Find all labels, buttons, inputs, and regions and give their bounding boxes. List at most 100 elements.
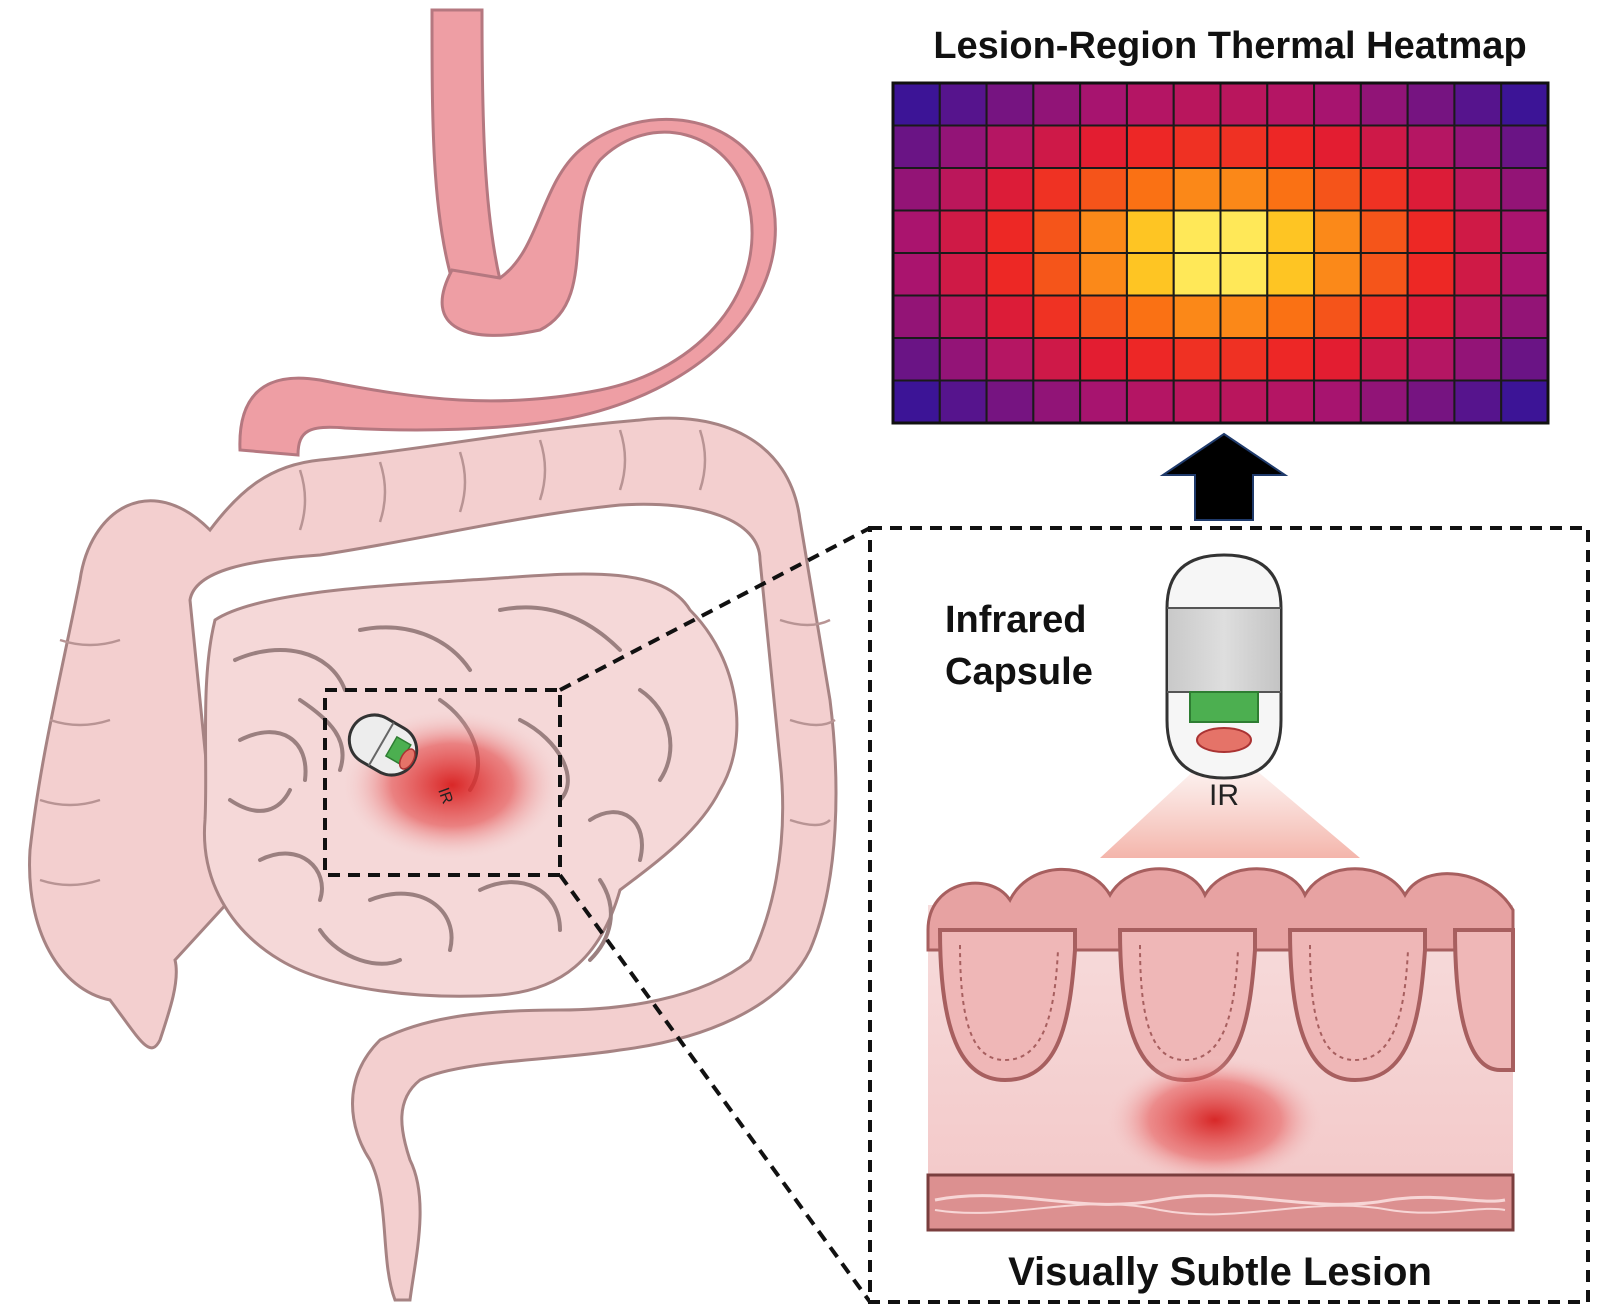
heatmap-cell	[985, 252, 1035, 297]
heatmap-cell	[1079, 379, 1128, 424]
zoom-connector-top	[559, 526, 871, 692]
heatmap-cell	[1125, 379, 1175, 424]
colon-haustra	[39, 429, 836, 887]
heatmap-cell	[892, 209, 941, 254]
ir-beam-cone	[1100, 765, 1360, 858]
heatmap-cell	[1359, 294, 1409, 339]
heatmap-cell	[1266, 252, 1316, 297]
heatmap-cell	[1313, 82, 1362, 127]
heatmap-cell	[1219, 252, 1269, 297]
heatmap-cell	[1500, 209, 1549, 254]
ir-label: IR	[1209, 779, 1239, 812]
heatmap-cell	[1313, 167, 1362, 212]
heatmap-cell	[1032, 337, 1082, 382]
capsule-ir-lens	[1196, 727, 1252, 753]
heatmap-cell	[1313, 124, 1362, 169]
heatmap-cell	[1172, 337, 1222, 382]
stomach	[238, 117, 777, 457]
heatmap-cell	[1453, 167, 1503, 212]
heatmap-cell	[1406, 82, 1456, 127]
heatmap-cell	[1079, 209, 1128, 254]
heatmap-cell	[1453, 252, 1503, 297]
heatmap-cell	[892, 379, 941, 424]
heatmap-cell	[1359, 252, 1409, 297]
capsule-sensor-green	[1189, 691, 1259, 723]
heatmap-cell	[1453, 294, 1503, 339]
heatmap-cell	[1079, 124, 1128, 169]
heatmap-cell	[1500, 252, 1549, 297]
heatmap-cell	[1266, 294, 1316, 339]
heatmap-cell	[1453, 379, 1503, 424]
heatmap-cell	[1172, 124, 1222, 169]
heatmap-cell	[1406, 337, 1456, 382]
intestine-folds	[228, 605, 673, 966]
heatmap-cell	[985, 337, 1035, 382]
heatmap-cell	[1032, 209, 1082, 254]
heatmap-cell	[1266, 124, 1316, 169]
heatmap-cell	[938, 124, 988, 169]
heatmap-cell	[1500, 124, 1549, 169]
heatmap-cell	[1079, 337, 1128, 382]
subtle-lesion-glow	[1105, 1055, 1325, 1185]
heatmap-cell	[1219, 167, 1269, 212]
heatmap-cell	[1266, 82, 1316, 127]
capsule-label-line2: Capsule	[945, 651, 1093, 693]
heatmap-title: Lesion-Region Thermal Heatmap	[933, 25, 1526, 67]
heatmap-cell	[1313, 379, 1362, 424]
infrared-capsule	[1165, 553, 1283, 780]
heatmap-cell	[938, 337, 988, 382]
heatmap-cell	[892, 337, 941, 382]
muscle-layer	[926, 1173, 1515, 1232]
capsule-label-line1: Infrared	[945, 599, 1086, 641]
heatmap-cell	[985, 124, 1035, 169]
heatmap-cell	[985, 82, 1035, 127]
heatmap-cell	[1406, 379, 1456, 424]
heatmap-cell	[1172, 82, 1222, 127]
tissue-caption: Visually Subtle Lesion	[1008, 1250, 1432, 1294]
heatmap-cell	[1266, 379, 1316, 424]
heatmap-cell	[892, 82, 941, 127]
heatmap-cell	[1172, 167, 1222, 212]
heatmap-cell	[1032, 379, 1082, 424]
heatmap-cell	[1219, 82, 1269, 127]
heatmap-cell	[1125, 82, 1175, 127]
heatmap-cell	[1500, 82, 1549, 127]
heatmap-cell	[1500, 379, 1549, 424]
heatmap-cell	[1406, 252, 1456, 297]
heatmap-cell	[1266, 167, 1316, 212]
heatmap-cell	[938, 82, 988, 127]
heatmap-cell	[892, 294, 941, 339]
heatmap-cell	[1219, 379, 1269, 424]
heatmap-cell	[1125, 294, 1175, 339]
heatmap-cell	[1359, 124, 1409, 169]
heatmap-cell	[1453, 209, 1503, 254]
heatmap-cell	[1125, 337, 1175, 382]
heatmap-cell	[1172, 252, 1222, 297]
heatmap-border	[891, 81, 1550, 425]
heatmap-cell	[1266, 209, 1316, 254]
heatmap-cell	[1453, 337, 1503, 382]
heatmap-cell	[1079, 82, 1128, 127]
heatmap-cell	[1079, 167, 1128, 212]
heatmap-cell	[1079, 252, 1128, 297]
up-arrow	[1159, 432, 1289, 521]
heatmap-cell	[1032, 252, 1082, 297]
heatmap-cell	[1359, 337, 1409, 382]
heatmap-cell	[1406, 209, 1456, 254]
heatmap-cell	[1125, 209, 1175, 254]
heatmap-cell	[892, 124, 941, 169]
heatmap-cell	[938, 167, 988, 212]
heatmap-cell	[938, 252, 988, 297]
heatmap-cell	[1125, 124, 1175, 169]
heatmap-cell	[1125, 252, 1175, 297]
zoom-region-box	[323, 688, 562, 877]
heatmap-cell	[985, 209, 1035, 254]
heatmap-cell	[938, 294, 988, 339]
heatmap-cell	[1359, 167, 1409, 212]
heatmap-cell	[1172, 209, 1222, 254]
heatmap-cell	[1406, 124, 1456, 169]
heatmap-cell	[1359, 82, 1409, 127]
heatmap-cell	[1266, 337, 1316, 382]
tissue-cross-section	[926, 867, 1515, 1232]
heatmap-cell	[1032, 294, 1082, 339]
